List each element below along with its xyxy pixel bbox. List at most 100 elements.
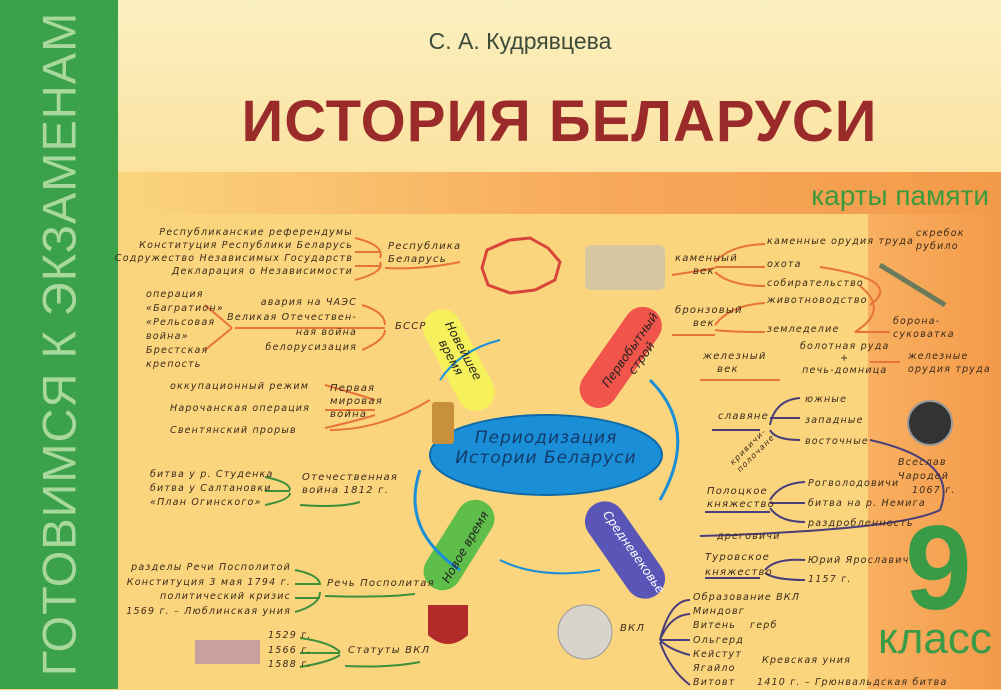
- spoke-primitive: [579, 306, 662, 408]
- map-item: разделы Речи Посполитой: [131, 562, 291, 573]
- map-node: век: [693, 266, 715, 277]
- polotsk-label: Полоцкое княжество: [707, 485, 775, 511]
- map-node: век: [693, 318, 715, 329]
- stone-age-label: каменный век: [675, 252, 738, 278]
- center-ellipse: [429, 414, 663, 496]
- map-node: Первая: [330, 383, 376, 394]
- bronze-age-label: бронзовый век: [675, 304, 743, 330]
- map-item: Нарочанская операция: [170, 403, 311, 414]
- map-item: авария на ЧАЭС: [260, 297, 357, 308]
- map-item: битва на р. Немига: [808, 498, 926, 509]
- map-item: Декларация о Независимости: [171, 266, 353, 277]
- map-node: война: [330, 409, 368, 420]
- map-node: Туровское: [705, 552, 770, 563]
- coat-label: герб: [750, 620, 778, 631]
- tools-items: скребок рубило: [916, 227, 965, 253]
- statute-items: 1529 г.1566 г.1588 г.: [268, 629, 312, 673]
- map-item: западные: [805, 415, 864, 426]
- harrow-label: борона-суковатка: [893, 315, 955, 341]
- map-item: раздробленность: [808, 518, 914, 529]
- map-item: Витень: [693, 620, 737, 632]
- map-item: крепость: [146, 359, 202, 370]
- map-node: Республика: [388, 241, 462, 252]
- stone-tools-image: [585, 245, 665, 290]
- map-item: битва у р. Студенка: [150, 469, 274, 480]
- map-node: княжество: [705, 567, 773, 578]
- map-item: 1067 г.: [912, 485, 956, 496]
- map-item: земледелие: [767, 324, 840, 335]
- author: С. А. Кудрявцева: [428, 28, 612, 54]
- map-node: железный: [703, 351, 767, 362]
- rb-items: Республиканские референдумы Конституция …: [115, 226, 353, 278]
- grade-label: класс: [878, 614, 992, 663]
- map-node: Беларусь: [388, 254, 447, 265]
- harrow-image: [878, 262, 947, 308]
- map-item: суковатка: [893, 329, 955, 340]
- polotsk-items: Рогволодовичи битва на р. Немига раздробле…: [808, 474, 926, 534]
- map-item: рубило: [916, 241, 959, 252]
- map-item: Конституция Республики Беларусь: [139, 240, 353, 251]
- map-item: война»: [146, 331, 189, 342]
- statutes-label: Статуты ВКЛ: [348, 645, 431, 656]
- rp-label: Речь Посполитая: [327, 578, 435, 589]
- slavs-label: славяне: [718, 411, 770, 422]
- series-strip: ГОТОВИМСЯ К ЭКЗАМЕНАМ: [0, 0, 118, 689]
- coin-image: [907, 400, 953, 446]
- header-band: [118, 0, 1001, 172]
- map-item: Юрий Ярославич: [808, 555, 910, 566]
- map-item: скребок: [916, 228, 965, 239]
- slavs-items: южные западные восточные: [805, 389, 869, 452]
- map-item: охота: [767, 259, 802, 270]
- map-item: орудия труда: [908, 364, 991, 375]
- map-item: Ягайло: [693, 663, 736, 675]
- map-node: война 1812 г.: [302, 485, 390, 496]
- book-title: ИСТОРИЯ БЕЛАРУСИ: [241, 89, 878, 154]
- center-line: Периодизация: [474, 428, 618, 448]
- map-node: мировая: [330, 396, 383, 407]
- map-item: Рогволодовичи: [808, 478, 900, 489]
- map-item: борона-: [893, 316, 941, 327]
- hourglass-icon: [432, 402, 454, 444]
- map-item: политический кризис: [160, 591, 291, 602]
- map-item: Свентянский прорыв: [170, 425, 297, 436]
- bssr-label: БССР: [395, 321, 427, 332]
- war1812-label: Отечественная война 1812 г.: [302, 471, 398, 497]
- map-node: Отечественная: [302, 472, 399, 483]
- map-item: Миндовг: [693, 606, 745, 618]
- map-node: бронзовый: [675, 305, 743, 316]
- map-item: белорусизация: [265, 342, 357, 353]
- map-item: собирательство: [767, 278, 864, 289]
- iron-items: болотная руда+печь-домница: [800, 341, 890, 377]
- coat-of-arms-image: [428, 605, 468, 644]
- map-node: Полоцкое: [707, 486, 768, 497]
- map-item: Содружество Независимых Государств: [114, 253, 353, 264]
- map-item: южные: [805, 394, 848, 405]
- map-node: княжество: [707, 499, 775, 510]
- map-item: Конституция 3 мая 1794 г.: [126, 576, 291, 588]
- map-item: Всеслав: [898, 457, 947, 468]
- belarus-map: [480, 236, 562, 295]
- union-label: Кревская уния: [762, 655, 852, 666]
- map-item: оккупационный режим: [170, 381, 310, 392]
- statute-image: [195, 640, 260, 664]
- map-item: Великая Отечествен-: [227, 312, 357, 323]
- battle-label: 1410 г. – Грюнвальдская битва: [757, 677, 948, 688]
- map-item: восточные: [805, 436, 869, 447]
- map-item: Кейстут: [693, 648, 743, 660]
- map-item: 1529 г.: [268, 630, 312, 641]
- map-item: 1588 г.: [268, 659, 312, 670]
- map-node: каменный: [675, 253, 738, 264]
- map-item: Витовт: [693, 677, 736, 689]
- tribe-dregovichi: дреговичи: [717, 531, 781, 542]
